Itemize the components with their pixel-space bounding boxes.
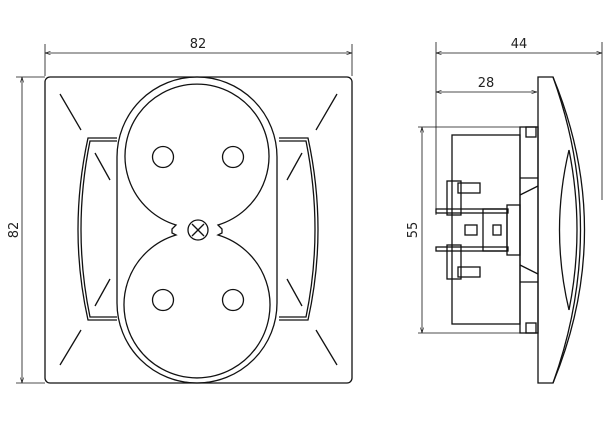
- pin-hole: [221, 145, 245, 169]
- body-depth-label: 28: [478, 76, 495, 91]
- corner-marks: [59, 93, 338, 366]
- pin-hole: [151, 288, 175, 312]
- front-width-dimension: 82: [44, 37, 353, 76]
- front-view: 82 82: [7, 37, 353, 384]
- socket-inner-outline: [123, 83, 271, 379]
- bottom-socket-pin-holes: [151, 288, 245, 312]
- cover-plate: [537, 76, 586, 384]
- top-socket-pin-holes: [151, 145, 245, 169]
- pin-hole: [221, 288, 245, 312]
- total-depth-dimension: 44: [436, 37, 602, 53]
- side-wings: [77, 137, 319, 321]
- front-width-label: 82: [190, 37, 207, 52]
- socket-outer-outline: [116, 76, 278, 384]
- screw-icon: [187, 219, 209, 241]
- total-depth-label: 44: [511, 37, 528, 52]
- front-height-label: 82: [7, 222, 22, 239]
- side-view: 44 28 55: [406, 37, 603, 384]
- front-height-dimension: 82: [7, 76, 45, 384]
- body-height-dimension: 55: [406, 126, 538, 334]
- pin-hole: [151, 145, 175, 169]
- mechanism-body: [435, 126, 539, 334]
- body-height-label: 55: [406, 222, 421, 239]
- body-depth-dimension: 28: [436, 76, 537, 92]
